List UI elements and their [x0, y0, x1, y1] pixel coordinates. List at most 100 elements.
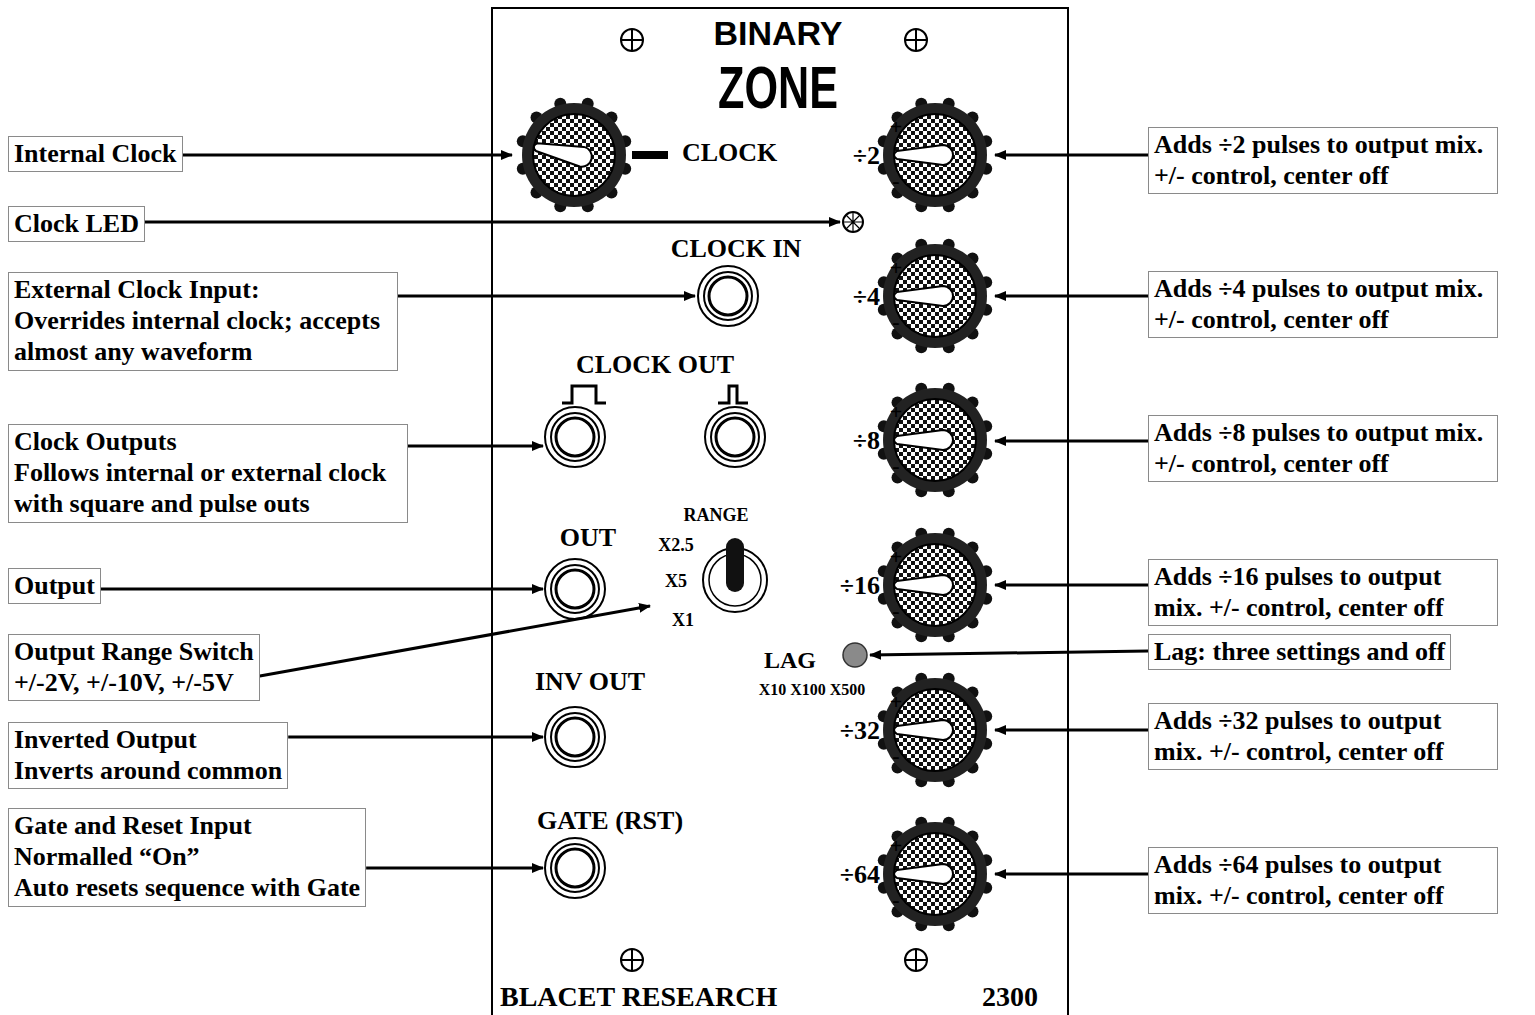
- module-panel: [492, 8, 1068, 1015]
- panel-label: ÷16: [840, 573, 880, 599]
- callout-box: Output: [8, 568, 101, 604]
- panel-label: -: [892, 889, 899, 911]
- callout-text: Lag: three settings and off: [1154, 636, 1445, 667]
- panel-label: X2.5: [658, 536, 694, 554]
- panel-screw: [905, 949, 927, 971]
- panel-label: CLOCK: [682, 140, 777, 166]
- callout-text: Auto resets sequence with Gate: [14, 872, 360, 903]
- callout-text: Adds ÷2 pulses to output mix. +/- contro…: [1154, 129, 1492, 191]
- rotary-knob: [878, 383, 992, 497]
- panel-label: +: [890, 835, 903, 857]
- panel-label: OUT: [560, 525, 616, 551]
- panel-label: CLOCK IN: [671, 236, 802, 262]
- panel-screw: [621, 949, 643, 971]
- leader-arrow: [366, 867, 543, 870]
- callout-box: Adds ÷32 pulses to output mix. +/- contr…: [1148, 703, 1498, 770]
- callout-text: Overrides internal clock; accepts almost…: [14, 305, 392, 367]
- jack-socket: [545, 559, 605, 619]
- callout-text: Inverted Output: [14, 724, 282, 755]
- callout-box: Clock LED: [8, 206, 145, 242]
- panel-label: ÷2: [853, 143, 880, 169]
- panel-label: -: [892, 170, 899, 192]
- leader-arrow: [398, 295, 695, 298]
- callout-text: Adds ÷8 pulses to output mix. +/- contro…: [1154, 417, 1492, 479]
- callout-box: Adds ÷4 pulses to output mix. +/- contro…: [1148, 271, 1498, 338]
- panel-label: BINARY: [713, 16, 842, 50]
- callout-box: Adds ÷64 pulses to output mix. +/- contr…: [1148, 847, 1498, 914]
- callout-box: Inverted OutputInverts around common: [8, 722, 288, 789]
- jack-socket: [698, 266, 758, 326]
- panel-label: +: [890, 257, 903, 279]
- callout-text: Follows internal or external clock with …: [14, 457, 402, 519]
- panel-label: GATE (RST): [537, 808, 683, 834]
- pulse-wave-symbol: [718, 386, 748, 403]
- rotary-knob: [878, 528, 992, 642]
- callout-box: External Clock Input:Overrides internal …: [8, 272, 398, 371]
- callout-text: Clock LED: [14, 208, 139, 239]
- callout-text: Clock Outputs: [14, 426, 402, 457]
- panel-screw: [905, 29, 927, 51]
- panel-label: -: [892, 311, 899, 333]
- leader-arrow: [995, 729, 1148, 732]
- jack-socket: [545, 707, 605, 767]
- panel-label: X5: [665, 572, 687, 590]
- leader-arrow: [260, 606, 650, 676]
- callout-text: Adds ÷32 pulses to output mix. +/- contr…: [1154, 705, 1492, 767]
- callout-text: Normalled “On”: [14, 841, 360, 872]
- leader-arrow: [101, 588, 543, 591]
- callout-box: Adds ÷16 pulses to output mix. +/- contr…: [1148, 559, 1498, 626]
- panel-label: BLACET RESEARCH: [500, 983, 777, 1011]
- jack-socket: [705, 407, 765, 467]
- leader-arrow: [288, 736, 543, 739]
- panel-label: X1: [672, 611, 694, 629]
- panel-screw: [621, 29, 643, 51]
- panel-label: -: [892, 455, 899, 477]
- panel-label: RANGE: [683, 506, 748, 524]
- callout-text: Adds ÷16 pulses to output mix. +/- contr…: [1154, 561, 1492, 623]
- callout-text: Adds ÷64 pulses to output mix. +/- contr…: [1154, 849, 1492, 911]
- clock-led: [843, 212, 863, 232]
- panel-label: LAG: [764, 648, 816, 672]
- panel-label: ÷4: [853, 284, 880, 310]
- leader-arrow: [183, 154, 513, 157]
- leader-arrow: [870, 651, 1148, 655]
- callout-box: Internal Clock: [8, 136, 183, 172]
- leader-arrow: [145, 221, 840, 224]
- square-wave-symbol: [562, 386, 606, 403]
- callout-text: Internal Clock: [14, 138, 177, 169]
- leader-arrow: [995, 440, 1148, 443]
- callout-text: Inverts around common: [14, 755, 282, 786]
- panel-label: ÷8: [853, 428, 880, 454]
- panel-label: 2300: [982, 983, 1038, 1011]
- panel-label: ZONE: [718, 58, 838, 118]
- leader-arrow: [408, 445, 543, 448]
- leader-arrow: [995, 295, 1148, 298]
- callout-box: Output Range Switch+/-2V, +/-10V, +/-5V: [8, 634, 260, 701]
- callout-box: Adds ÷8 pulses to output mix. +/- contro…: [1148, 415, 1498, 482]
- callout-text: Output Range Switch: [14, 636, 254, 667]
- range-switch: [703, 538, 767, 612]
- leader-arrow: [995, 873, 1148, 876]
- callout-box: Lag: three settings and off: [1148, 634, 1451, 670]
- panel-label: -: [892, 745, 899, 767]
- callout-text: External Clock Input:: [14, 274, 392, 305]
- callout-text: Gate and Reset Input: [14, 810, 360, 841]
- panel-label: +: [890, 546, 903, 568]
- rotary-knob: [878, 98, 992, 212]
- callout-text: Adds ÷4 pulses to output mix. +/- contro…: [1154, 273, 1492, 335]
- panel-label: INV OUT: [535, 669, 645, 695]
- panel-label: X10 X100 X500: [759, 682, 866, 698]
- jack-socket: [545, 838, 605, 898]
- callout-box: Gate and Reset InputNormalled “On”Auto r…: [8, 808, 366, 907]
- callout-box: Adds ÷2 pulses to output mix. +/- contro…: [1148, 127, 1498, 194]
- leader-arrow: [995, 154, 1148, 157]
- panel-label: +: [890, 401, 903, 423]
- rotary-knob: [878, 239, 992, 353]
- rotary-knob: [878, 673, 992, 787]
- panel-label: CLOCK OUT: [576, 352, 734, 378]
- callout-box: Clock OutputsFollows internal or externa…: [8, 424, 408, 523]
- panel-label: ÷32: [840, 718, 880, 744]
- rotary-knob: [878, 817, 992, 931]
- panel-label: +: [890, 691, 903, 713]
